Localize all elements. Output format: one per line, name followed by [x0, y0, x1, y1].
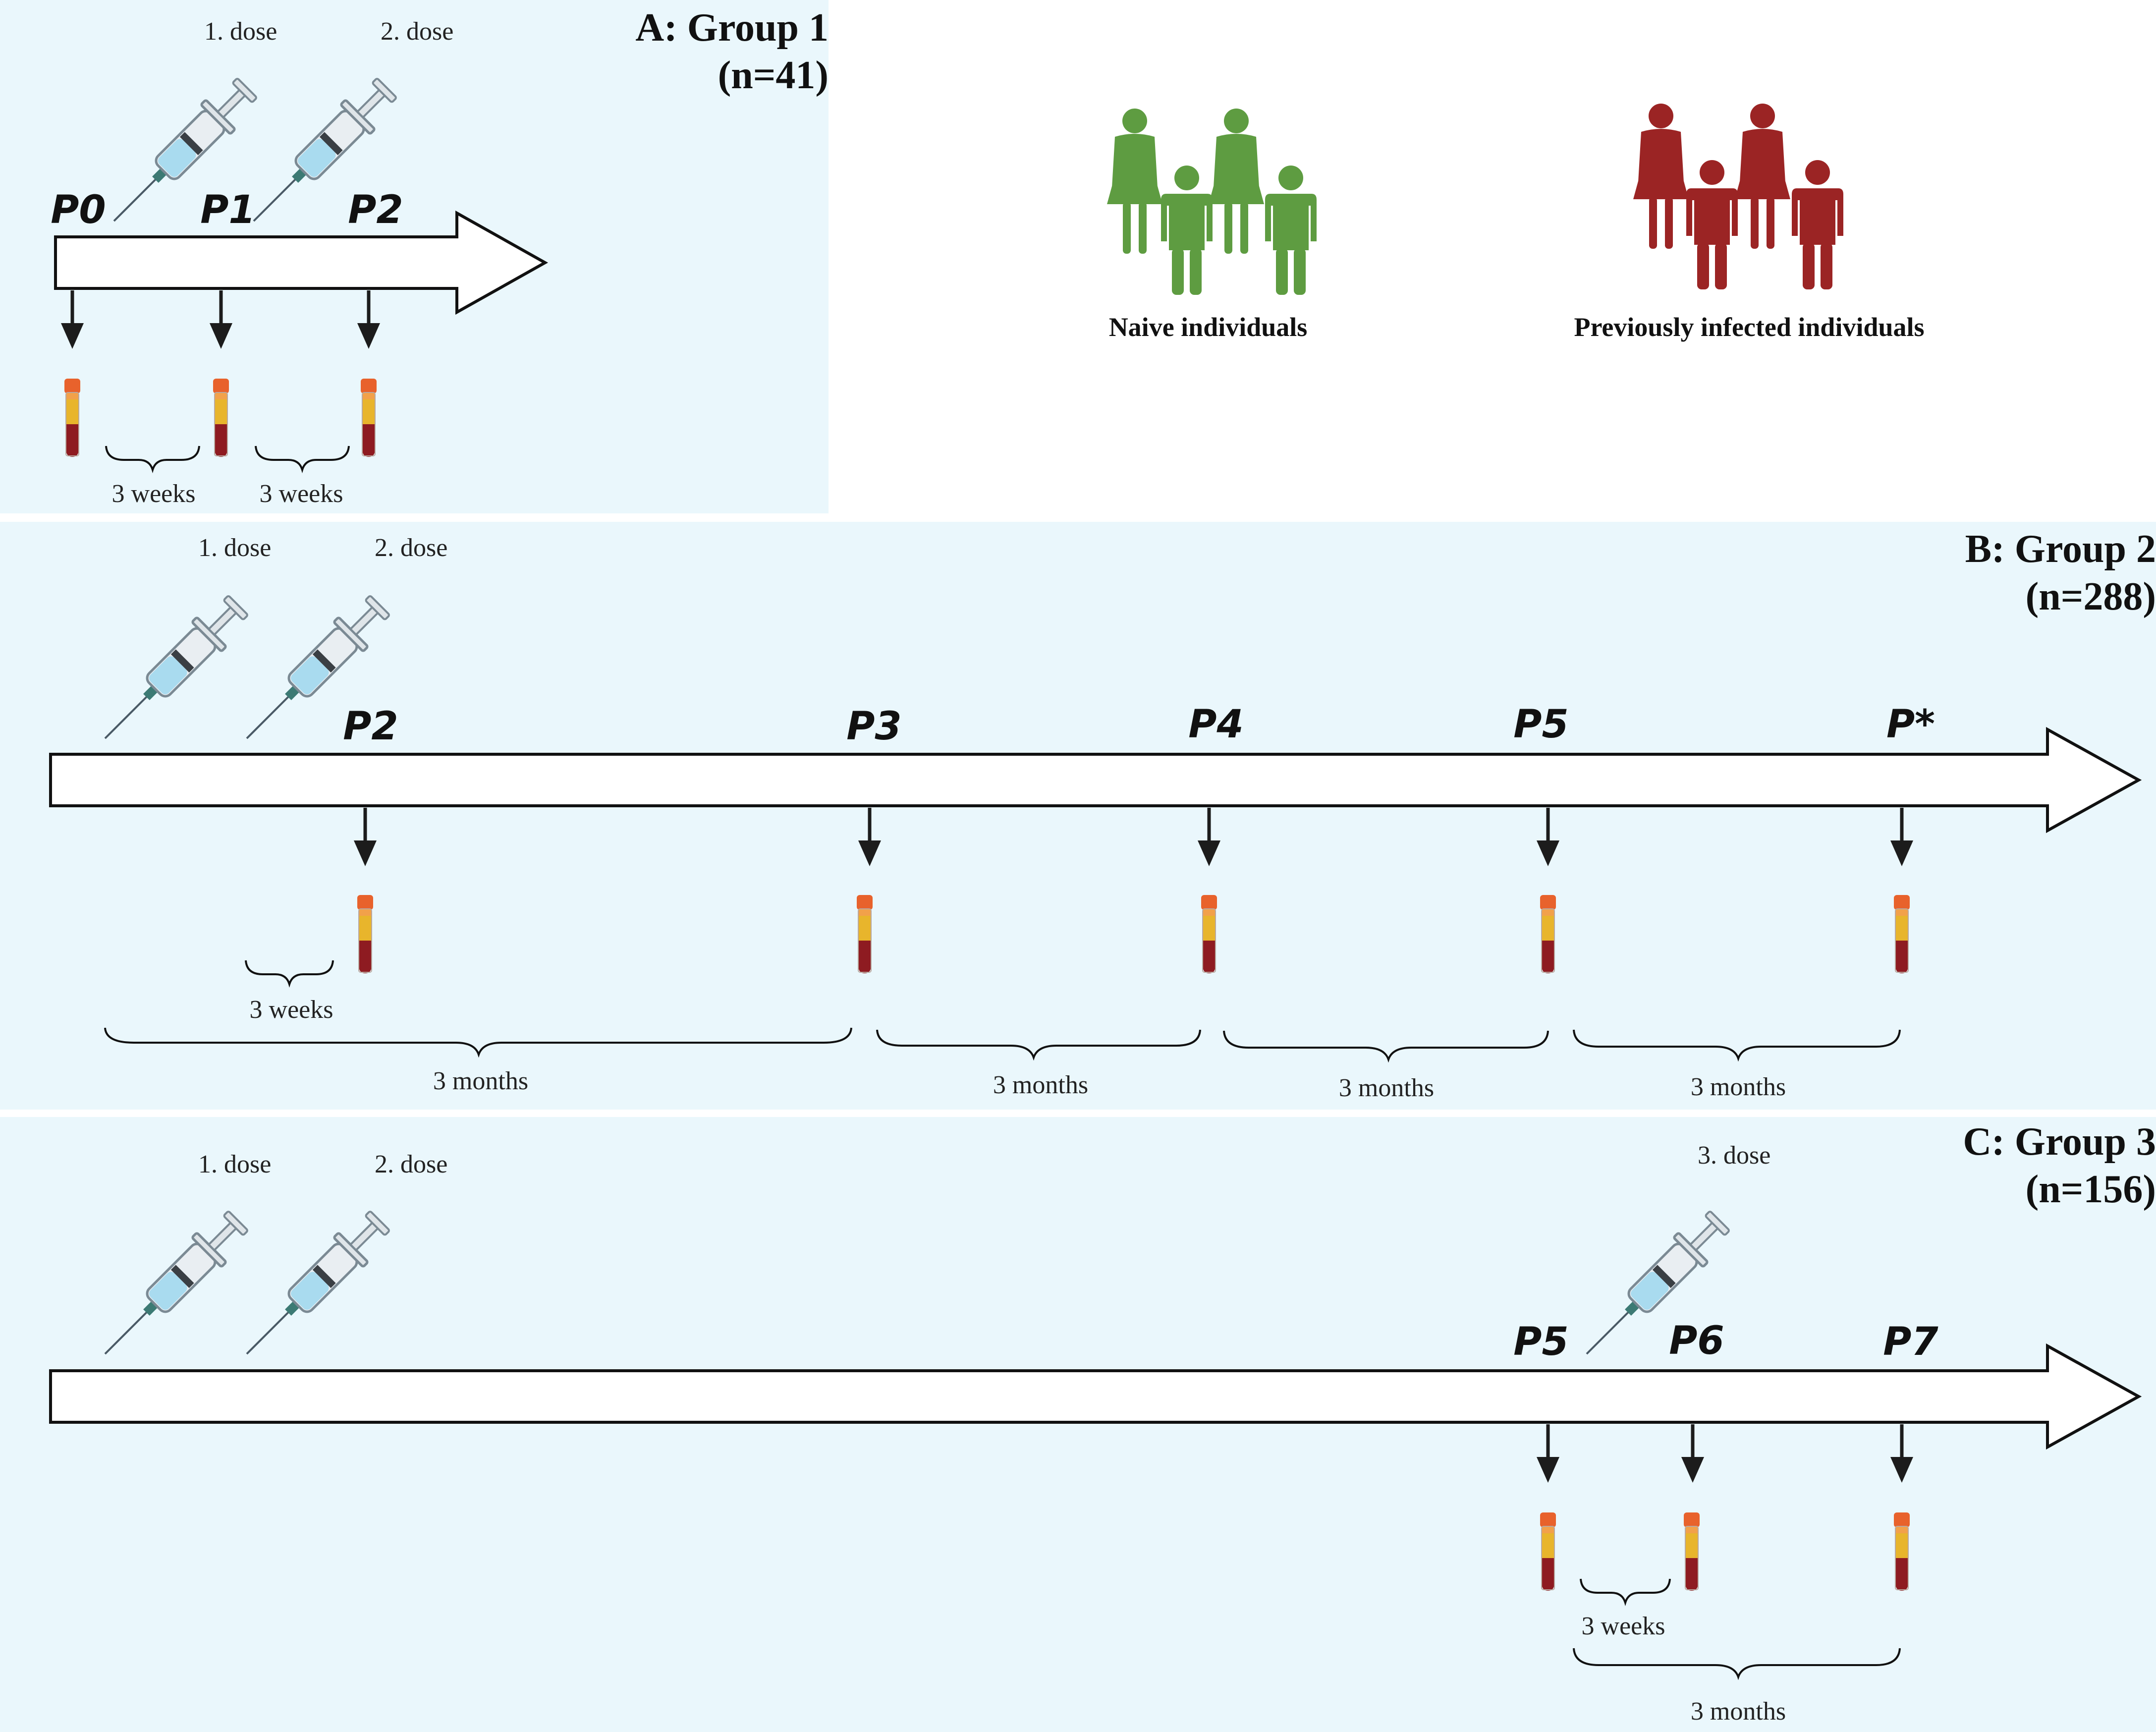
panel-b-interval-months-4: 3 months: [1691, 1073, 1786, 1101]
blood-tube-icon: [1540, 1512, 1556, 1591]
panel-c-timepoint-p7: P7: [1883, 1320, 1938, 1364]
interval-brace: [104, 1027, 852, 1058]
panel-a-n: (n=41): [718, 54, 829, 97]
blood-tube-icon: [213, 378, 229, 457]
panel-c-timepoint-p5: P5: [1513, 1320, 1568, 1364]
panel-a-dose-1-label: 1. dose: [204, 17, 277, 46]
blood-tube-icon: [64, 378, 81, 457]
panel-c-interval-months: 3 months: [1691, 1697, 1786, 1726]
panel-a-interval-2: 3 weeks: [260, 480, 343, 508]
naive-individuals-label: Naive individuals: [1109, 312, 1308, 342]
interval-brace: [255, 446, 350, 473]
panel-b-dose-1-label: 1. dose: [198, 534, 271, 562]
interval-brace: [105, 446, 200, 473]
panel-b-interval-months-1: 3 months: [433, 1067, 528, 1095]
panel-c-n: (n=156): [2026, 1168, 2156, 1211]
panel-c-timepoint-p6: P6: [1669, 1319, 1724, 1363]
panel-c: C: Group 3 (n=156) 1. dose 2. dose 3. do…: [49, 1120, 2156, 1726]
panel-b-n: (n=288): [2026, 575, 2156, 618]
panel-a-interval-1: 3 weeks: [112, 480, 196, 508]
panel-b-title: B: Group 2: [1965, 527, 2156, 571]
panel-c-timeline-arrow: [49, 1343, 2142, 1450]
blood-tube-icon: [856, 894, 873, 974]
panel-b-timepoint-p4: P4: [1188, 702, 1243, 747]
interval-brace: [876, 1029, 1201, 1061]
previously-infected-individuals-label: Previously infected individuals: [1574, 312, 1924, 342]
interval-brace: [1573, 1648, 1901, 1680]
blood-tube-icon: [357, 894, 374, 974]
blood-tube-icon: [360, 378, 377, 457]
panel-b-interval-months-2: 3 months: [993, 1071, 1088, 1099]
panel-a-timepoint-p0: P0: [51, 188, 106, 232]
panel-b-timepoint-pstar: P*: [1886, 702, 1935, 747]
panel-b-timepoint-p2: P2: [343, 704, 398, 749]
interval-brace: [245, 960, 334, 988]
panel-a-title: A: Group 1: [635, 6, 829, 50]
panel-a: A: Group 1 (n=41) 1. dose 2. dose P0 P1 …: [51, 6, 829, 508]
interval-brace: [1580, 1578, 1671, 1606]
panel-b-timepoint-p5: P5: [1513, 702, 1568, 747]
panel-a-timeline-arrow: [54, 210, 549, 315]
panel-c-interval-weeks: 3 weeks: [1582, 1612, 1665, 1640]
blood-tube-icon: [1893, 1512, 1910, 1591]
blood-tube-icon: [1201, 894, 1217, 974]
panel-a-dose-2-label: 2. dose: [381, 17, 453, 46]
blood-tube-icon: [1893, 894, 1910, 974]
previously-infected-individuals-icon: [1633, 104, 1843, 289]
legend: Naive individuals Previously infected in…: [1107, 104, 1925, 342]
naive-individuals-icon: [1107, 109, 1317, 295]
panel-b-interval-weeks: 3 weeks: [250, 996, 333, 1024]
panel-b-interval-months-3: 3 months: [1339, 1074, 1434, 1102]
interval-brace: [1223, 1030, 1549, 1063]
panel-b-dose-2-label: 2. dose: [375, 534, 447, 562]
blood-tube-icon: [1683, 1512, 1700, 1591]
panel-c-dose-1-label: 1. dose: [198, 1150, 271, 1178]
panel-c-background: [0, 1117, 2156, 1732]
panel-c-title: C: Group 3: [1963, 1120, 2156, 1164]
panel-b-timeline-arrow: [49, 726, 2142, 834]
panel-a-timepoint-p2: P2: [348, 188, 403, 232]
panel-b: B: Group 2 (n=288) 1. dose 2. dose P2 P3…: [49, 527, 2156, 1102]
panel-a-timepoint-p1: P1: [200, 188, 255, 232]
panel-c-dose-3-label: 3. dose: [1698, 1141, 1770, 1170]
panel-c-dose-2-label: 2. dose: [375, 1150, 447, 1178]
interval-brace: [1573, 1029, 1901, 1062]
blood-tube-icon: [1540, 894, 1556, 974]
panel-b-timepoint-p3: P3: [846, 704, 901, 749]
